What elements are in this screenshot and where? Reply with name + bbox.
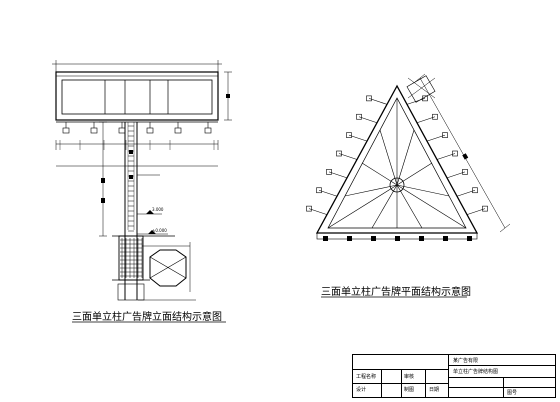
tb-date-label: 日期: [429, 387, 440, 393]
tb-review-label: 审核: [404, 374, 415, 380]
foundation-octagon: [149, 249, 187, 287]
elevation-caption: 三面单立柱广告牌立面结构示意图: [72, 312, 222, 323]
tb-drawing-name: 单立柱广告牌结构图: [453, 369, 499, 375]
elevation-mid-label: 3.000: [152, 207, 164, 212]
title-block: 工程名称 设计 审核 制图 日期 某广告有限 单立柱广告牌结构图 图号: [352, 354, 556, 398]
tb-company: 某广告有限: [453, 358, 479, 364]
tb-project-label: 工程名称: [356, 374, 377, 380]
tb-design-label: 设计: [356, 387, 367, 393]
billboard-inner-frame: [61, 79, 213, 115]
tb-drawing-label: 制图: [404, 387, 415, 393]
tb-drawing-number: 图号: [507, 390, 518, 396]
elevation-ground-label: ±0.000: [152, 228, 167, 233]
elevation-drawing: [52, 60, 232, 301]
plan-drawing: [306, 73, 511, 241]
foundation: [118, 235, 144, 281]
plan-caption: 三面单立柱广告牌平面结构示意图: [321, 287, 471, 298]
billboard-frame: [55, 71, 219, 121]
